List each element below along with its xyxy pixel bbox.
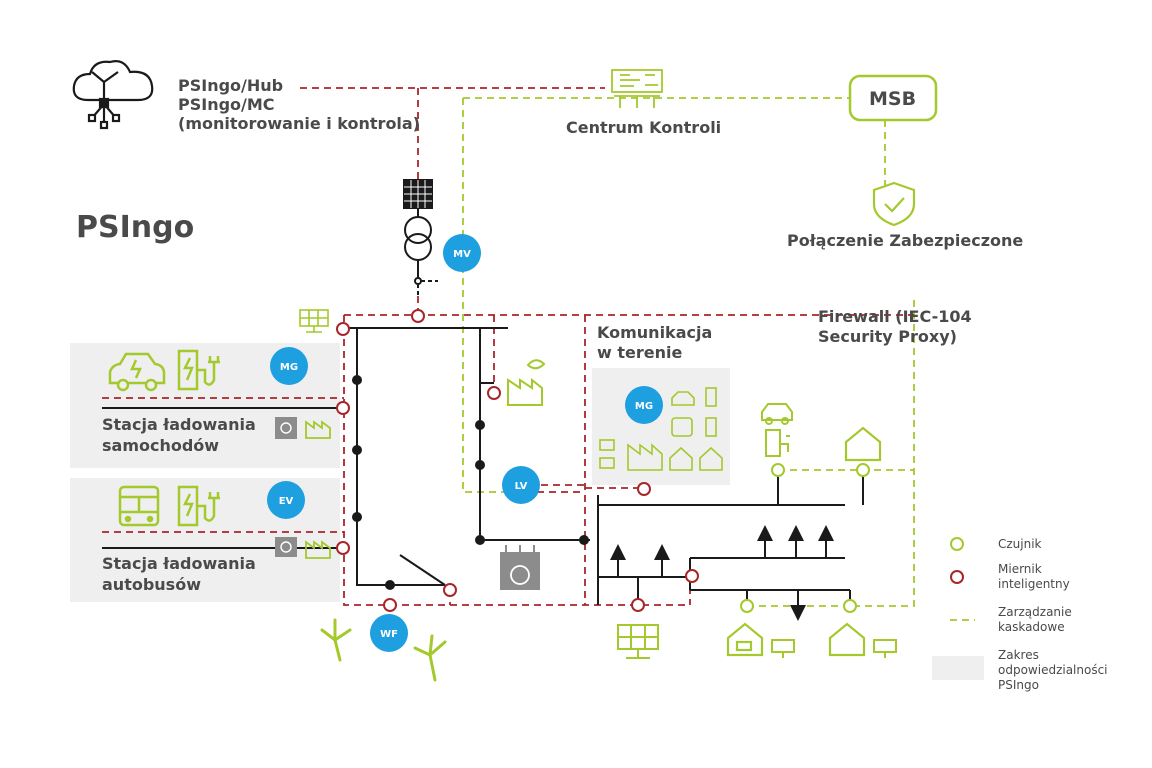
panel-transformer-icon	[275, 417, 297, 557]
ev-badge-label: EV	[279, 496, 294, 507]
legend-scope-2: odpowiedzialności	[998, 663, 1108, 677]
msb-box	[848, 74, 938, 122]
smart-meters	[336, 309, 964, 612]
legend: Czujnik Miernik inteligentny Zarządzanie…	[932, 537, 1108, 692]
junction-dots	[352, 375, 589, 590]
wind-turbine-icon	[320, 618, 447, 682]
ev-charger-icon	[765, 429, 790, 457]
bus-station-label-2: autobusów	[102, 575, 201, 594]
hub-label-2: PSIngo/MC	[178, 95, 275, 114]
hub-label-3: (monitorowanie i kontrola)	[178, 114, 420, 133]
solar-farm-icon	[617, 624, 897, 659]
charger-icon	[177, 349, 220, 391]
firewall-label-1: Firewall (IEC-104	[818, 307, 972, 326]
mv-transformer-icon	[403, 179, 438, 296]
solar-panel-icon	[299, 309, 329, 333]
power-lines	[102, 327, 864, 606]
mg-field-badge-label: MG	[635, 401, 653, 412]
ev-badge: EV	[267, 481, 305, 519]
wf-badge: WF	[370, 614, 408, 652]
bus-icon	[118, 485, 160, 527]
car-icon	[108, 352, 166, 392]
msb-label: MSB	[869, 88, 916, 110]
shield-icon	[872, 181, 916, 227]
house-icon	[726, 426, 882, 657]
legend-sensor: Czujnik	[998, 537, 1042, 551]
car-station-label-2: samochodów	[102, 436, 219, 455]
cascade-lines	[462, 97, 975, 621]
legend-scope-swatch	[932, 656, 984, 680]
legend-scope-1: Zakres	[998, 648, 1039, 662]
control-center-label: Centrum Kontroli	[566, 118, 721, 137]
hub-label-1: PSIngo/Hub	[178, 76, 283, 95]
mg-badge: MG	[270, 347, 308, 385]
mg-field-badge: MG	[625, 386, 663, 424]
sensors	[740, 463, 964, 613]
wf-badge-label: WF	[380, 629, 398, 640]
cloud-hub-icon	[72, 60, 154, 130]
secure-connection-label: Połączenie Zabezpieczone	[787, 231, 1023, 250]
legend-cascade-1: Zarządzanie	[998, 605, 1072, 619]
control-center-icon	[611, 69, 663, 108]
bus-station-label-1: Stacja ładowania	[102, 554, 256, 573]
main-transformer-icon	[500, 545, 540, 590]
car-station-label-1: Stacja ładowania	[102, 415, 256, 434]
load-arrows	[610, 525, 834, 621]
page-title: PSIngo	[76, 210, 194, 245]
firewall-label-2: Security Proxy)	[818, 327, 957, 346]
mv-badge-label: MV	[453, 249, 471, 260]
field-comm-label-2: w terenie	[597, 343, 682, 362]
factory-leaf-icon	[507, 359, 546, 406]
lv-badge-label: LV	[515, 481, 528, 492]
field-icons	[599, 387, 723, 471]
legend-cascade-2: kaskadowe	[998, 620, 1065, 634]
mv-badge: MV	[443, 234, 481, 272]
mg-badge-label: MG	[280, 362, 298, 373]
legend-meter-2: inteligentny	[998, 577, 1070, 591]
lv-badge: LV	[502, 466, 540, 504]
legend-meter-1: Miernik	[998, 562, 1042, 576]
ev-car-icon	[761, 403, 793, 425]
legend-scope-3: PSIngo	[998, 678, 1039, 692]
panel-factory-icon	[305, 420, 331, 559]
charger-icon	[177, 485, 220, 527]
field-comm-label-1: Komunikacja	[597, 323, 712, 342]
